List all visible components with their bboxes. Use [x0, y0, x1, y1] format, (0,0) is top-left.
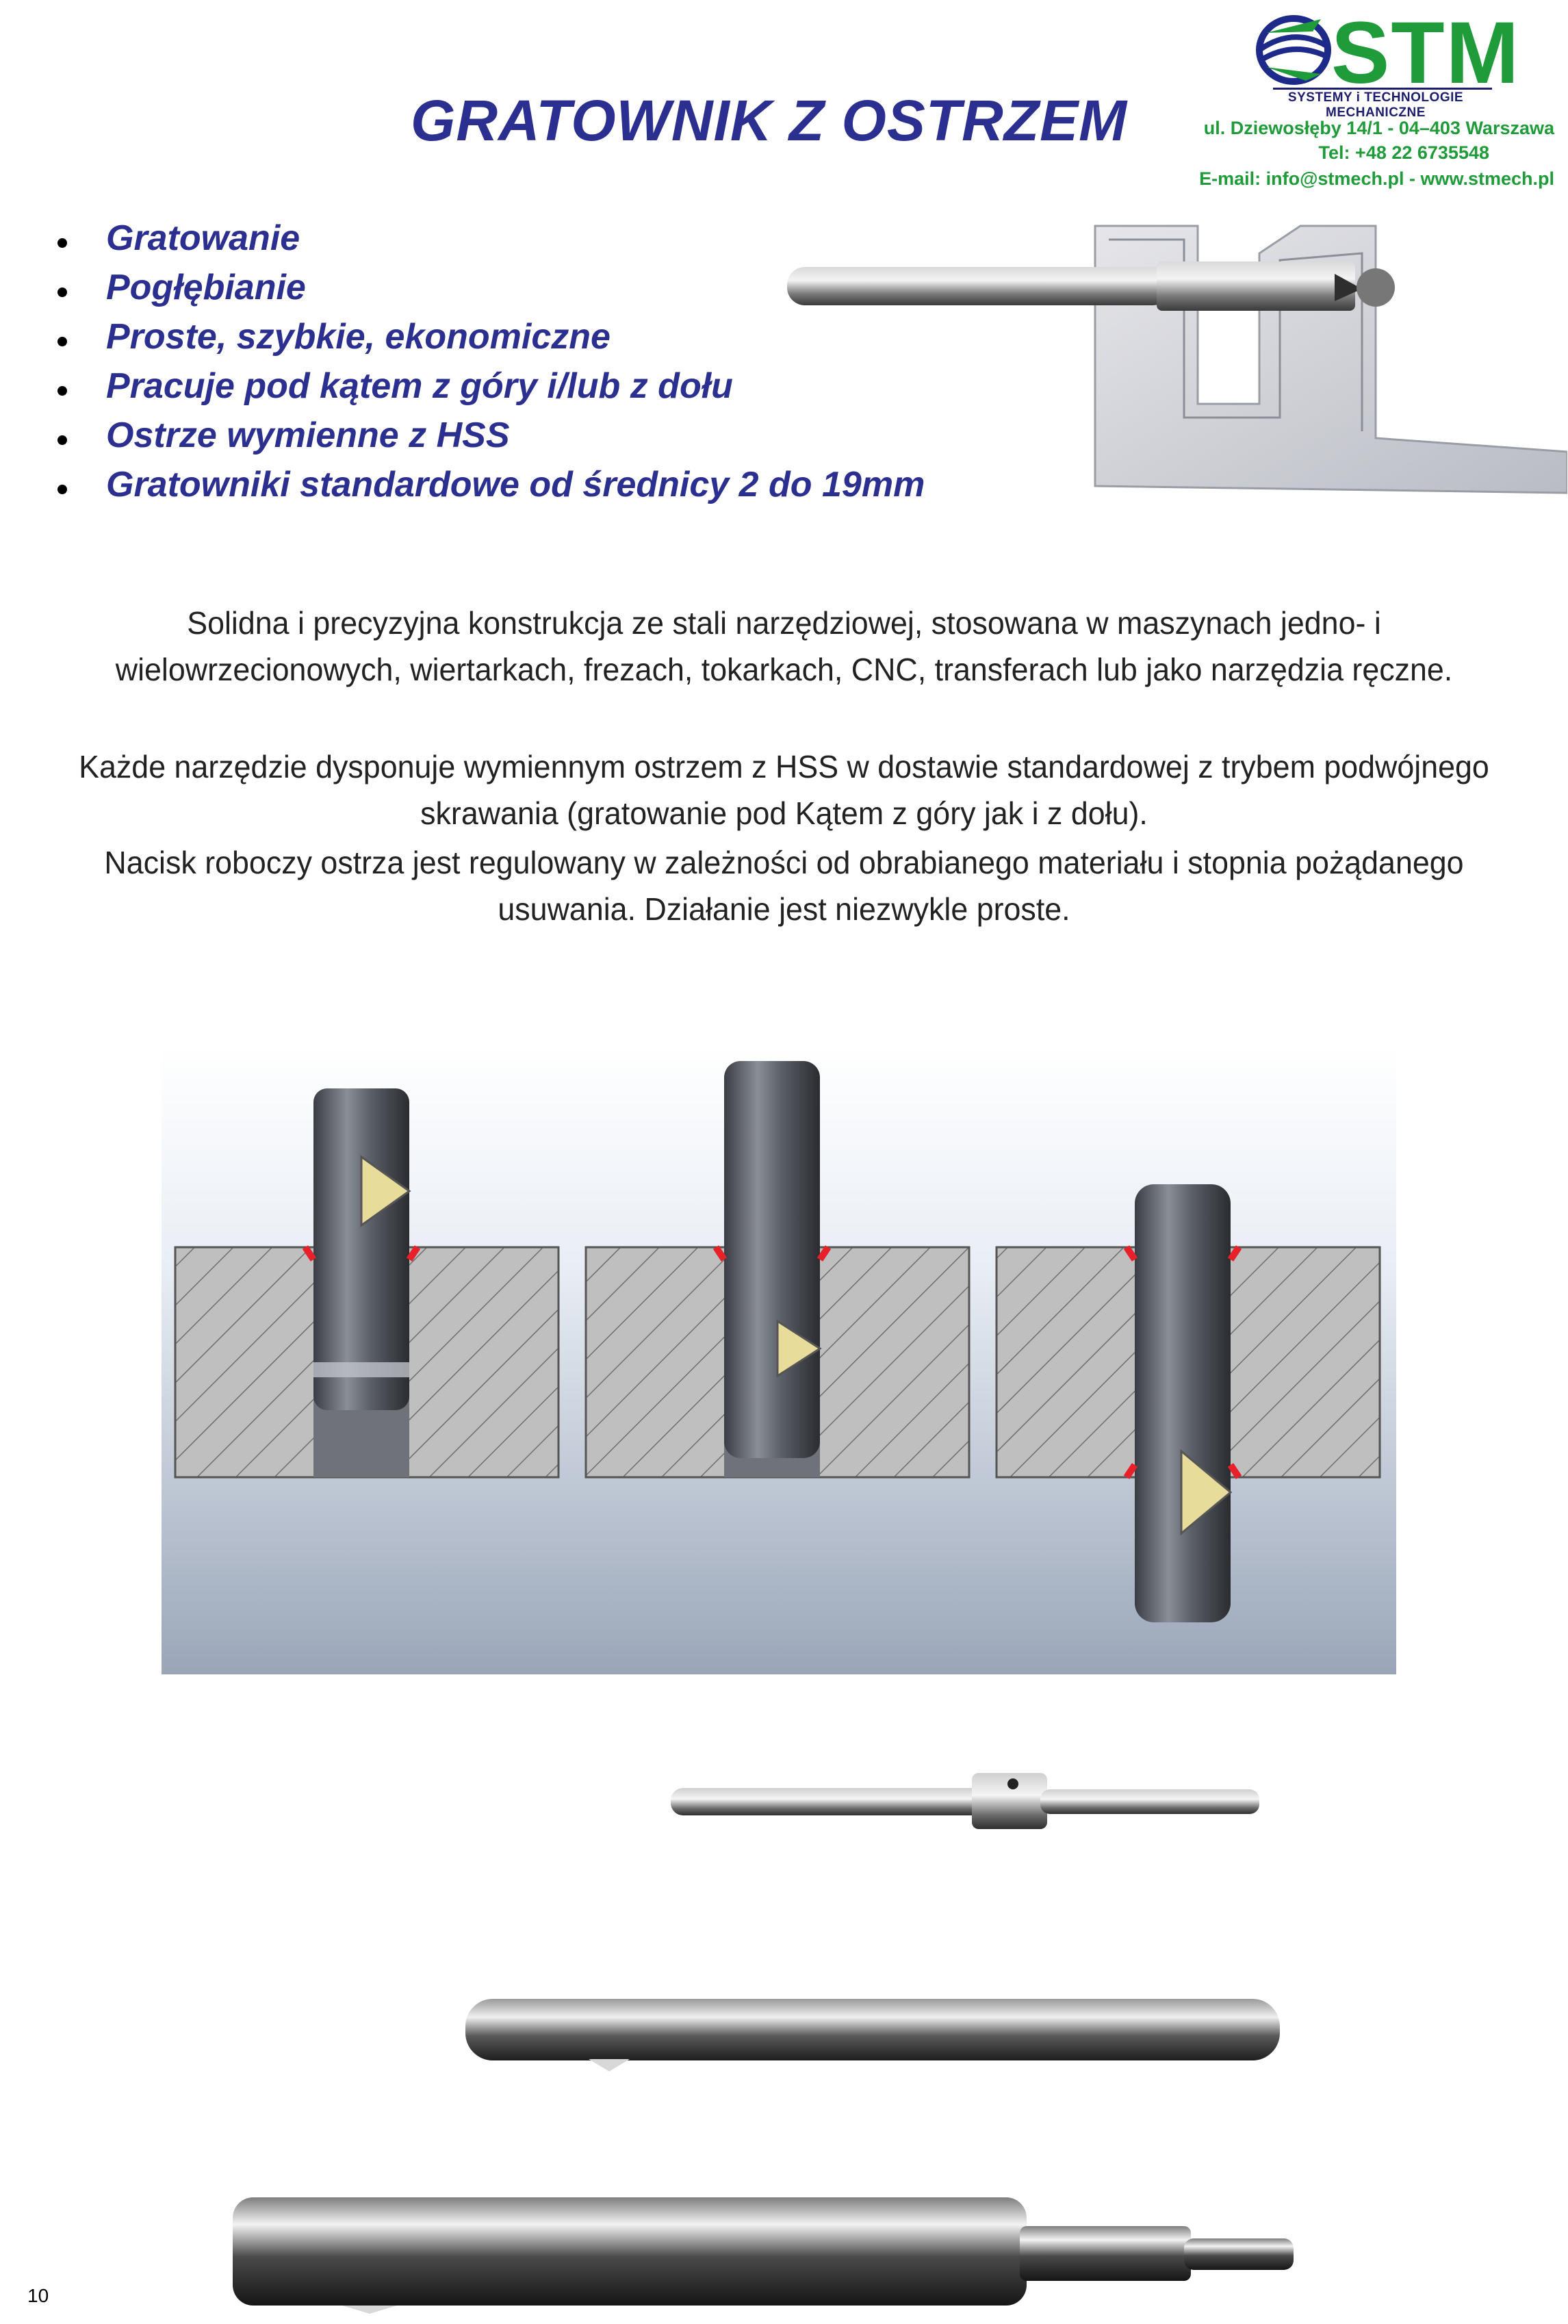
feature-text: Proste, szybkie, ekonomiczne — [106, 317, 611, 357]
bullet-icon — [57, 337, 67, 346]
feature-text: Pogłębianie — [106, 268, 306, 307]
feature-text: Gratowniki standardowe od średnicy 2 do … — [106, 465, 925, 505]
feature-item: Proste, szybkie, ekonomiczne — [48, 316, 925, 366]
diagram-stage-3 — [995, 1184, 1381, 1622]
logo-tagline: SYSTEMY i TECHNOLOGIE MECHANICZNE — [1287, 90, 1464, 120]
feature-item: Gratowanie — [48, 218, 925, 267]
bullet-icon — [57, 238, 67, 248]
tool-photo-large — [233, 2197, 1294, 2314]
contact-email: E-mail: info@stmech.pl - www.stmech.pl — [1199, 168, 1554, 189]
tool-photo-medium — [465, 1999, 1280, 2071]
description-paragraph-1: Solidna i precyzyjna konstrukcja ze stal… — [0, 600, 1568, 693]
text-line: Każde narzędzie dysponuje wymiennym ostr… — [79, 749, 1489, 784]
page-number: 10 — [27, 2285, 49, 2306]
text-line: wielowrzecionowych, wiertarkach, frezach… — [115, 652, 1453, 687]
feature-list: Gratowanie Pogłębianie Proste, szybkie, … — [48, 218, 925, 513]
feature-text: Gratowanie — [106, 218, 300, 258]
feature-text: Ostrze wymienne z HSS — [106, 416, 510, 455]
logo-text: STM — [1331, 4, 1521, 102]
description-paragraph-3: Nacisk roboczy ostrza jest regulowany w … — [0, 839, 1568, 932]
contact-address: ul. Dziewosłęby 14/1 - 04–403 Warszawa — [1203, 118, 1554, 138]
text-line: Nacisk roboczy ostrza jest regulowany w … — [104, 845, 1464, 880]
bullet-icon — [57, 386, 67, 396]
tool-in-workpiece-illustration — [787, 225, 1567, 494]
diagram-stage-1 — [174, 1088, 560, 1479]
feature-text: Pracuje pod kątem z góry i/lub z dołu — [106, 366, 733, 406]
feature-item: Pracuje pod kątem z góry i/lub z dołu — [48, 366, 925, 415]
feature-item: Ostrze wymienne z HSS — [48, 415, 925, 464]
feature-item: Pogłębianie — [48, 267, 925, 316]
bullet-icon — [57, 435, 67, 445]
description-paragraph-2: Każde narzędzie dysponuje wymiennym ostr… — [0, 743, 1568, 837]
logo-underline — [1273, 88, 1492, 90]
deburring-diagram — [162, 1047, 1396, 1674]
tool-photo-small — [671, 1773, 1259, 1829]
feature-item: Gratowniki standardowe od średnicy 2 do … — [48, 464, 925, 513]
text-line: skrawania (gratowanie pod Kątem z góry j… — [420, 795, 1148, 831]
contact-phone: Tel: +48 22 6735548 — [1318, 142, 1489, 163]
bullet-icon — [57, 485, 67, 494]
text-line: Solidna i precyzyjna konstrukcja ze stal… — [187, 605, 1381, 641]
text-line: usuwania. Działanie jest niezwykle prost… — [498, 891, 1070, 927]
page-title: GRATOWNIK Z OSTRZEM — [411, 88, 1128, 153]
bullet-icon — [57, 288, 67, 297]
diagram-stage-2 — [584, 1061, 971, 1479]
globe-arrow-logo-icon — [1256, 15, 1331, 85]
